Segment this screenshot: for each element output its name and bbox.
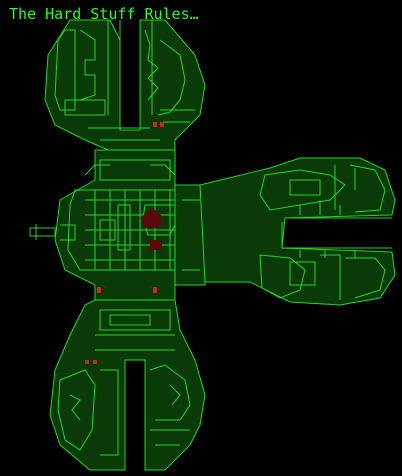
top-doors [153, 122, 164, 127]
bottom-lobe [49, 299, 206, 471]
top-lobe [44, 19, 206, 151]
central-hazard [140, 208, 162, 250]
right-lobe [199, 157, 396, 306]
bottom-doors [85, 360, 97, 364]
hub-doors [97, 287, 157, 293]
map-title: The Hard Stuff Rules… [9, 5, 199, 23]
